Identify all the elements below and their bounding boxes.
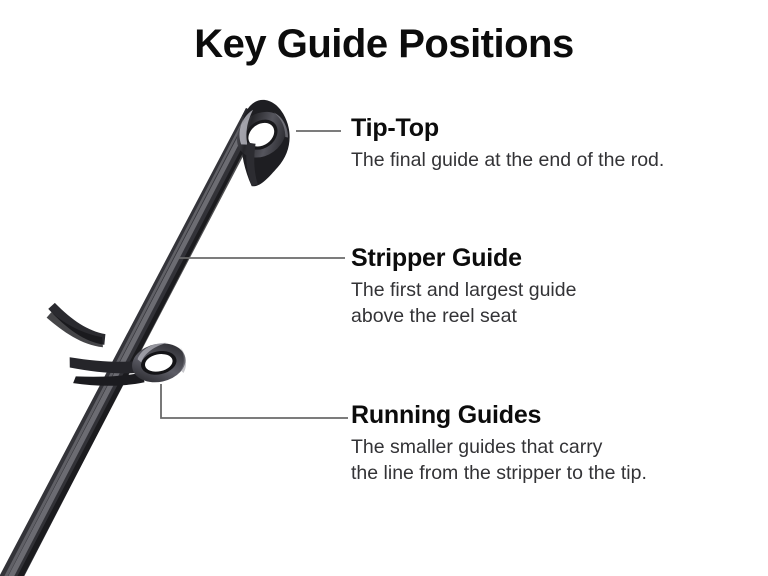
callout-tip-top: Tip-Top The final guide at the end of th… — [351, 115, 664, 174]
page-title: Key Guide Positions — [194, 22, 574, 66]
leader-line-running — [160, 384, 348, 419]
stripper-guide — [46, 302, 106, 348]
callout-tip-top-body: The final guide at the end of the rod. — [351, 149, 665, 172]
callout-stripper-guide-body: The first and largest guide above the re… — [351, 279, 577, 328]
leader-lines — [160, 130, 348, 419]
running-guide — [69, 342, 187, 386]
callout-running-guides-body: The smaller guides that carry the line f… — [351, 436, 647, 485]
callout-running-guides: Running Guides The smaller guides that c… — [351, 402, 647, 487]
callout-running-guides-heading: Running Guides — [351, 401, 542, 429]
callout-tip-top-heading: Tip-Top — [351, 114, 439, 142]
callout-stripper-guide: Stripper Guide The first and largest gui… — [351, 245, 576, 330]
callout-stripper-guide-heading: Stripper Guide — [351, 244, 522, 272]
rod-blank — [0, 108, 262, 576]
tip-top-guide — [236, 100, 290, 187]
